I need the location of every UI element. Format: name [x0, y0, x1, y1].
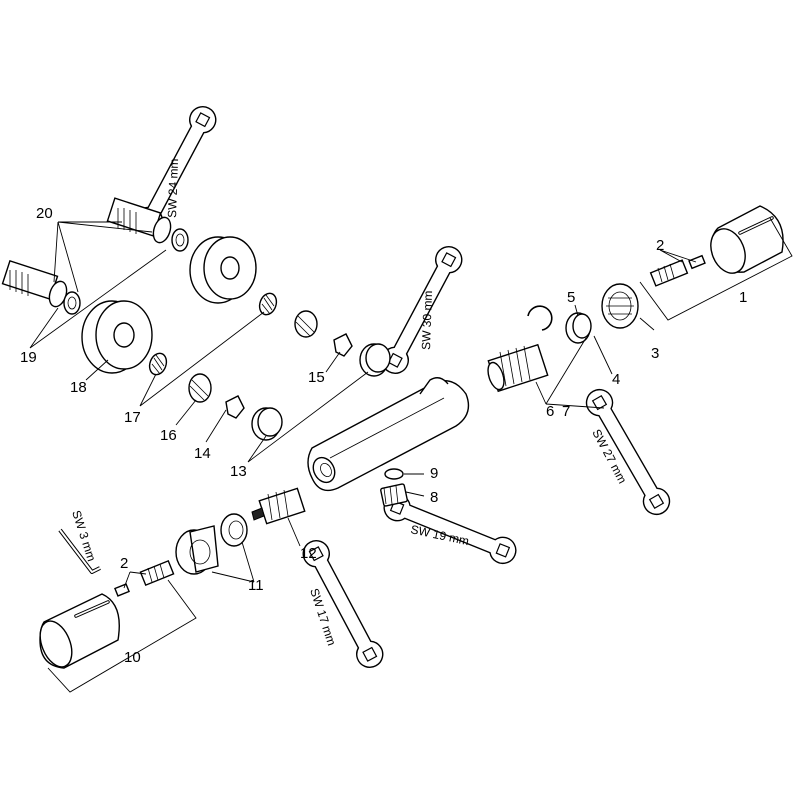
strainer-filter-lower: [148, 352, 168, 376]
part-label-13: 13: [230, 463, 247, 480]
handle-left: [39, 593, 120, 669]
flow-control-housing: [175, 525, 219, 575]
elbow-connector-lower: [1, 259, 68, 308]
check-valve-upper: [333, 333, 353, 357]
part-label-5: 5: [567, 289, 575, 306]
leader-box-handle-left: [47, 579, 197, 693]
leader-lines: [29, 221, 697, 589]
part-label-16: 16: [160, 427, 177, 444]
part-label-6: 6: [546, 403, 554, 420]
elbow-connector-upper: [106, 197, 172, 244]
screw-left: [114, 583, 130, 597]
part-label-20: 20: [36, 205, 53, 222]
strainer-filter-upper: [258, 292, 278, 316]
part-label-17: 17: [124, 409, 141, 426]
part-label-2-left: 2: [120, 555, 128, 572]
union-nut-lower: [251, 407, 283, 441]
wrench-size-sw3: SW 3 mm: [69, 509, 99, 563]
union-nut-upper: [359, 343, 391, 377]
thermostatic-cartridge: [487, 343, 549, 393]
spindle-extension-right: [649, 259, 689, 287]
part-label-15: 15: [308, 369, 325, 386]
part-label-2-right: 2: [656, 237, 664, 254]
part-label-7: 7: [562, 403, 570, 420]
part-label-19: 19: [20, 349, 37, 366]
part-label-4: 4: [612, 371, 620, 388]
check-valve-8: [380, 483, 408, 507]
flow-control-nut: [220, 513, 248, 547]
part-label-14: 14: [194, 445, 211, 462]
allen-key-icon-sw3: [58, 528, 101, 574]
check-valve-lower: [225, 395, 245, 419]
part-label-1: 1: [739, 289, 747, 306]
part-label-12: 12: [300, 545, 317, 562]
escutcheon-upper: [189, 236, 257, 304]
seal-ring-upper: [171, 228, 189, 252]
check-valve-housing-upper: [294, 310, 318, 338]
leader-box-handle-right: [639, 217, 793, 321]
part-label-11: 11: [248, 577, 264, 594]
temperature-stop: [601, 283, 639, 329]
o-ring-9: [384, 468, 404, 480]
adapter-ring: [565, 312, 592, 344]
spindle-extension-left: [139, 559, 175, 587]
circlip: [527, 305, 553, 331]
check-valve-housing-lower: [188, 373, 212, 403]
part-label-18: 18: [70, 379, 87, 396]
part-label-3: 3: [651, 345, 659, 362]
part-label-10: 10: [124, 649, 141, 666]
flow-control-cartridge: [251, 487, 306, 525]
screw-right: [688, 254, 706, 270]
wrench-icon-sw27: [581, 384, 675, 520]
part-label-9: 9: [430, 465, 438, 482]
wrench-size-sw30: SW 30 mm: [419, 290, 435, 350]
wrench-size-sw24: SW 24 mm: [165, 158, 181, 218]
part-label-8: 8: [430, 489, 438, 506]
handle-right: [710, 205, 784, 274]
seal-ring-lower: [63, 291, 81, 315]
escutcheon-lower: [81, 300, 153, 374]
thermostat-body: [307, 377, 470, 492]
